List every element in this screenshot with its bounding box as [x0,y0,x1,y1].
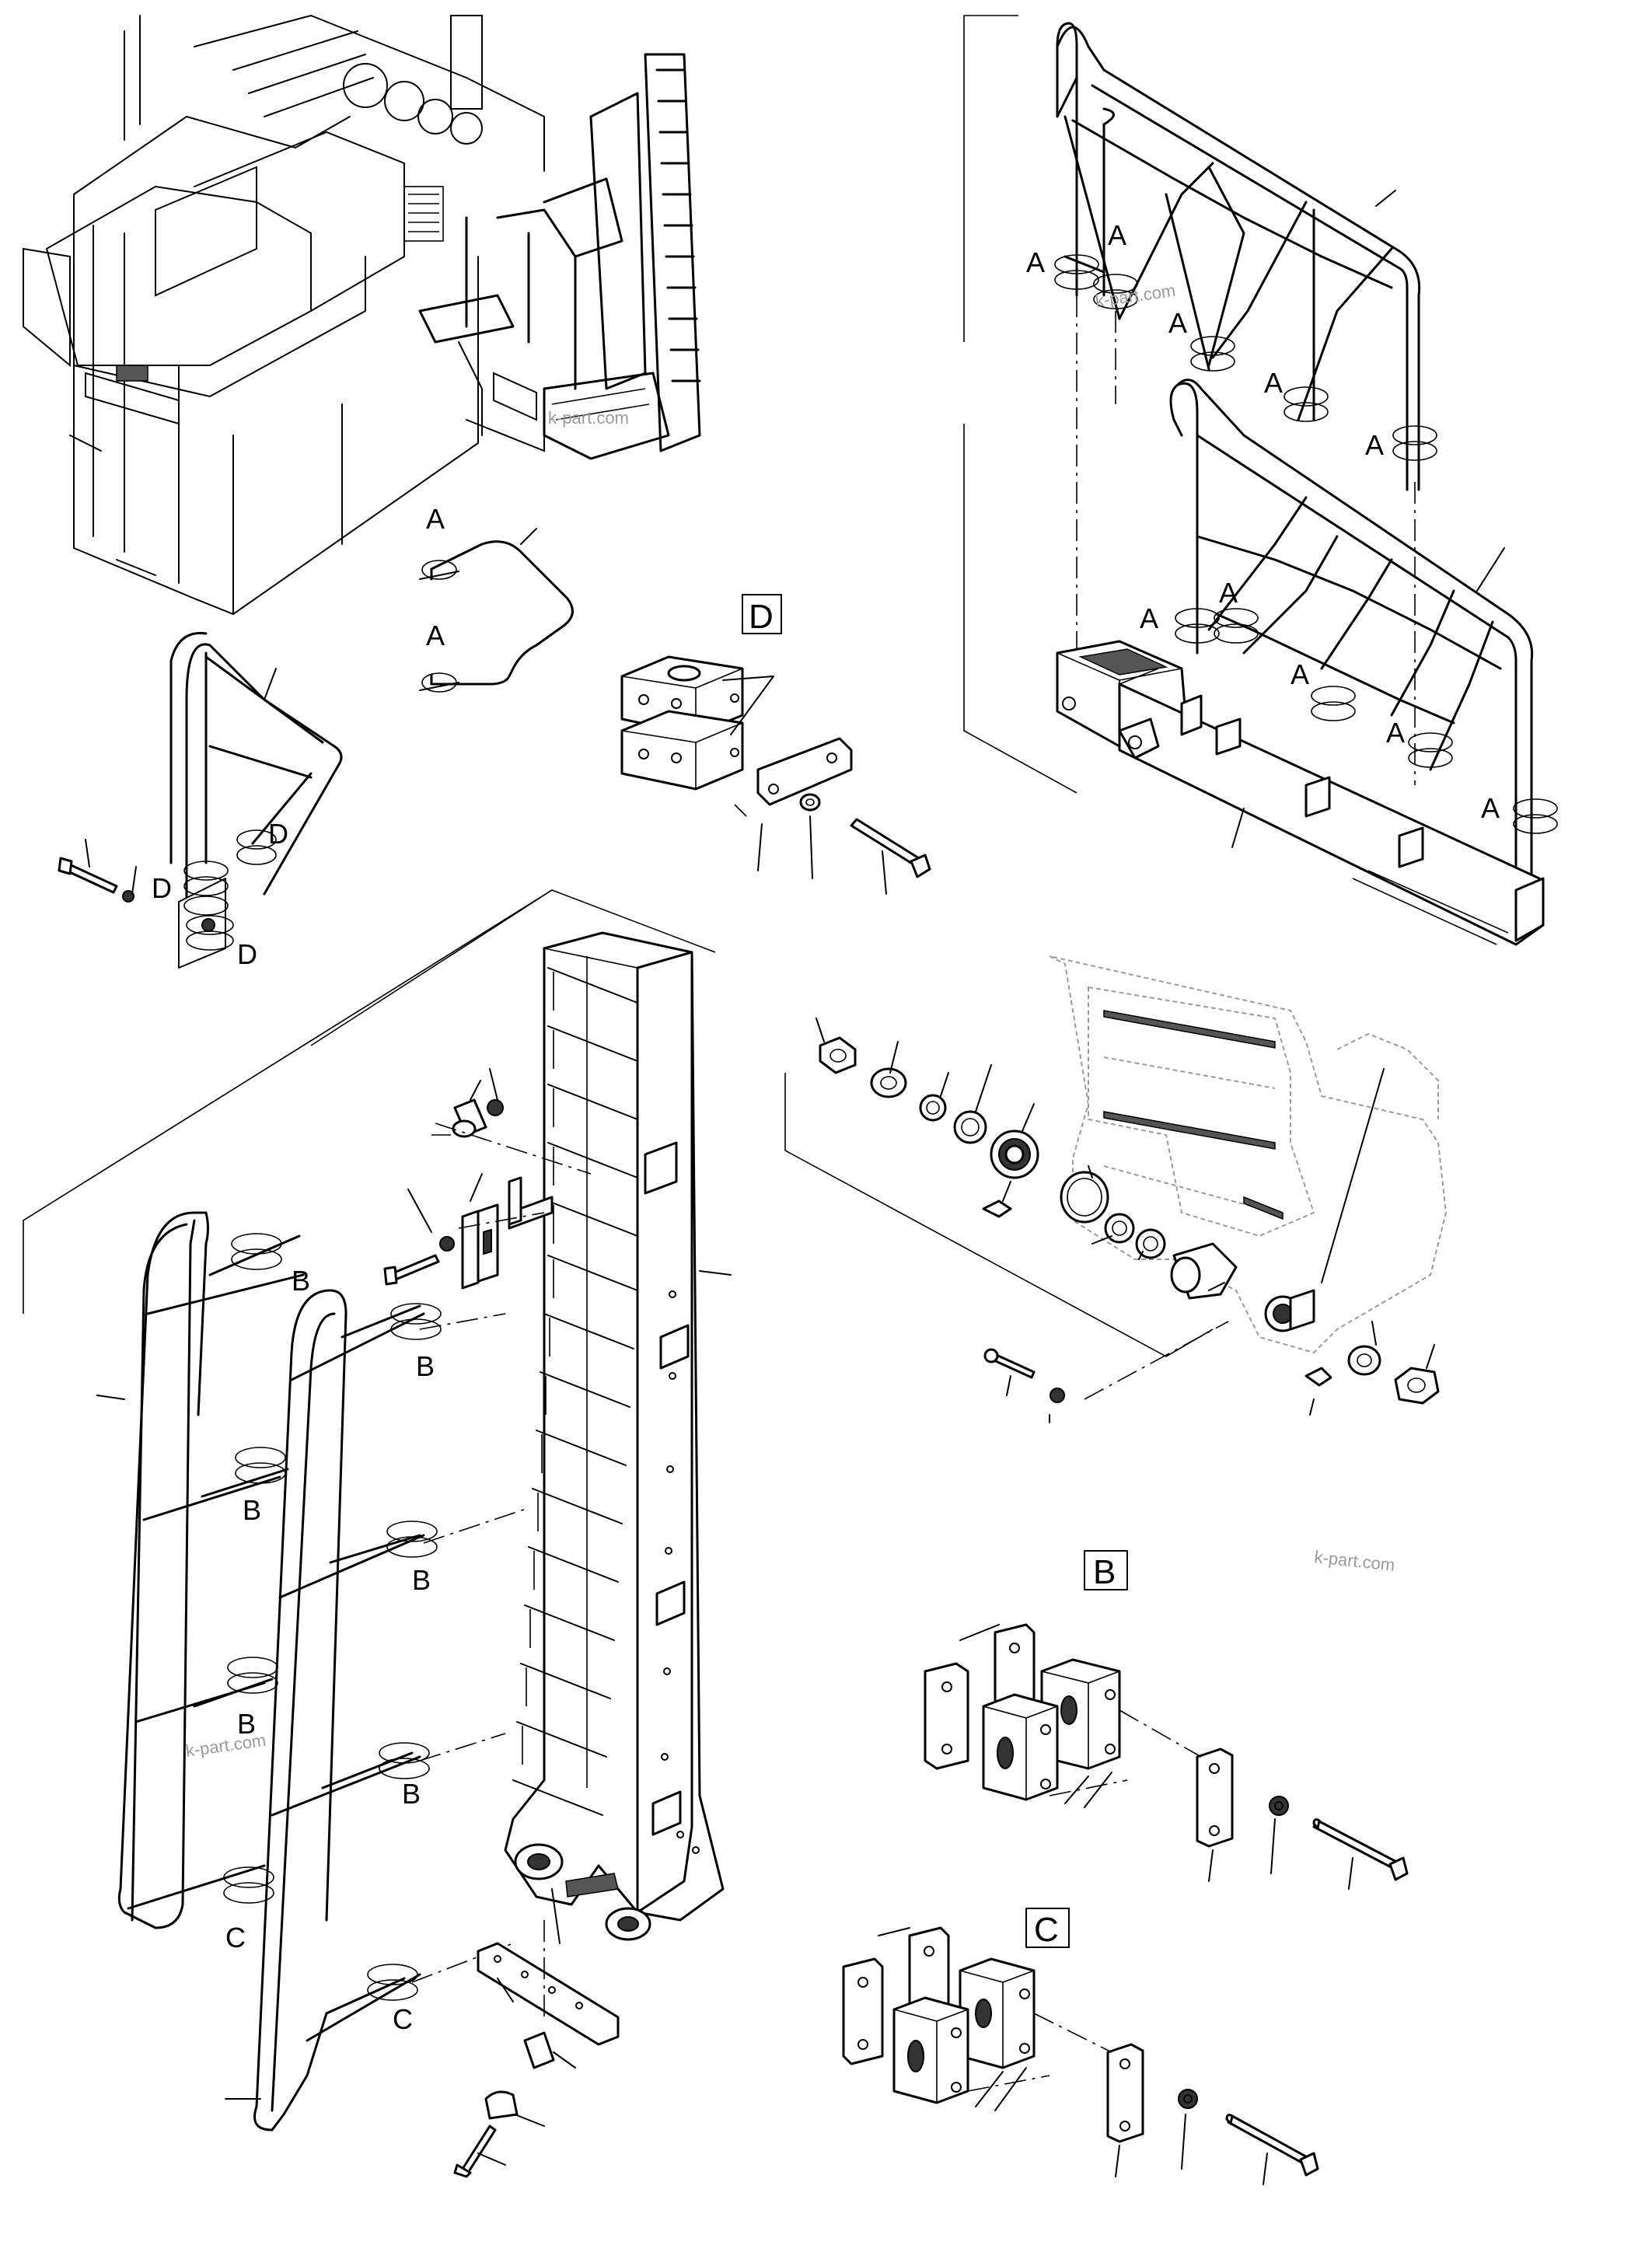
callout-a: A [1219,577,1238,609]
ladder-handrail-inner [253,1289,425,2132]
plate-d [756,737,853,806]
detail-box-b-label: B [1093,1553,1116,1591]
machine-overview: k-part.com [23,14,701,616]
clamp-group-b [924,1623,1121,1801]
washer-pivot-4 [1104,1213,1135,1244]
callout-a: A [426,503,445,535]
nut-pivot-left [819,1036,857,1074]
nut-pivot-right [1394,1367,1440,1405]
callout-a: A [1140,602,1158,634]
ladder-frame [504,931,725,1941]
callout-b: B [412,1564,431,1596]
callout-b: B [416,1350,435,1382]
plate-c [1106,2043,1144,2143]
bracket-ladder [461,1176,522,1290]
callout-a: A [1291,658,1309,690]
side-handrail [169,631,343,969]
nut-ladder [487,1099,504,1116]
callout-d: D [152,872,172,904]
detail-box-d [742,594,782,634]
bearing-pivot [990,1130,1039,1179]
step-block [523,2031,555,2069]
watermark: k-part.com [1313,1547,1395,1575]
bolt-b [1312,1818,1409,1881]
callout-b: B [402,1778,421,1810]
washer-pivot-5 [1135,1228,1166,1259]
detail-box-d-label: D [749,598,774,636]
upper-handrail [1054,22,1437,491]
detail-box-c-label: C [1034,1911,1059,1949]
overview-watermark: k-part.com [548,408,629,428]
washer-pivot-2 [919,1094,947,1122]
callout-a: A [1481,792,1500,824]
ladder-handrail-outer [117,1211,305,1929]
callout-c: C [393,2003,413,2035]
watermark: k-part.com [184,1730,267,1761]
washer-pivot-3 [953,1110,987,1144]
step-plate [477,1942,620,2046]
pin-clip-pivot-2 [1304,1367,1332,1387]
callout-a: A [426,620,445,651]
callout-a: A [1026,246,1045,278]
callout-a: A [1386,717,1405,749]
washer-d [799,793,821,812]
detail-box-b [1084,1550,1128,1590]
clamp-block-d [620,655,744,791]
ring-pivot [1060,1171,1109,1224]
handrail-ladder-swirls [223,1233,442,2001]
step-clip [484,2090,519,2120]
washer-ladder [439,1236,455,1252]
washer-pivot-1 [870,1067,907,1098]
washer-handrail [122,890,134,903]
callout-c: C [225,1922,246,1953]
bolt-step [453,2125,497,2178]
platform-beam [1056,640,1545,946]
bushing-pivot-right [1264,1289,1315,1332]
callout-a: A [1168,307,1187,339]
detail-box-c [1025,1908,1070,1948]
bolt-handrail [58,857,118,894]
bolt-c [1225,2114,1319,2177]
callout-d: D [237,938,257,970]
callout-b: B [292,1265,310,1297]
bushing-ladder [452,1098,487,1138]
lower-handrail [1169,379,1558,880]
u-handle [419,528,574,693]
washer-pivot-bolt [1050,1388,1065,1403]
bolt-ladder [383,1254,440,1286]
pin-clip-pivot [982,1199,1012,1218]
washer-c [1178,2089,1198,2109]
callout-b: B [237,1708,256,1740]
washer-b [1269,1796,1289,1816]
callout-a: A [1365,429,1384,461]
callout-d: D [268,818,288,850]
clamp-group-c [842,1926,1036,2104]
callout-a: A [1108,219,1126,251]
frame-top-right [963,15,1077,794]
bolt-d [850,818,931,878]
highlighted-ladder-assembly [418,53,701,460]
callout-a: A [1264,367,1283,399]
bolt-pivot [983,1348,1036,1379]
frame-ladder [23,889,716,1314]
washer-pivot-6 [1347,1345,1381,1376]
pivot-ghost-frame [1049,955,1448,1354]
plate-b [1196,1747,1234,1848]
callout-b: B [243,1494,261,1526]
